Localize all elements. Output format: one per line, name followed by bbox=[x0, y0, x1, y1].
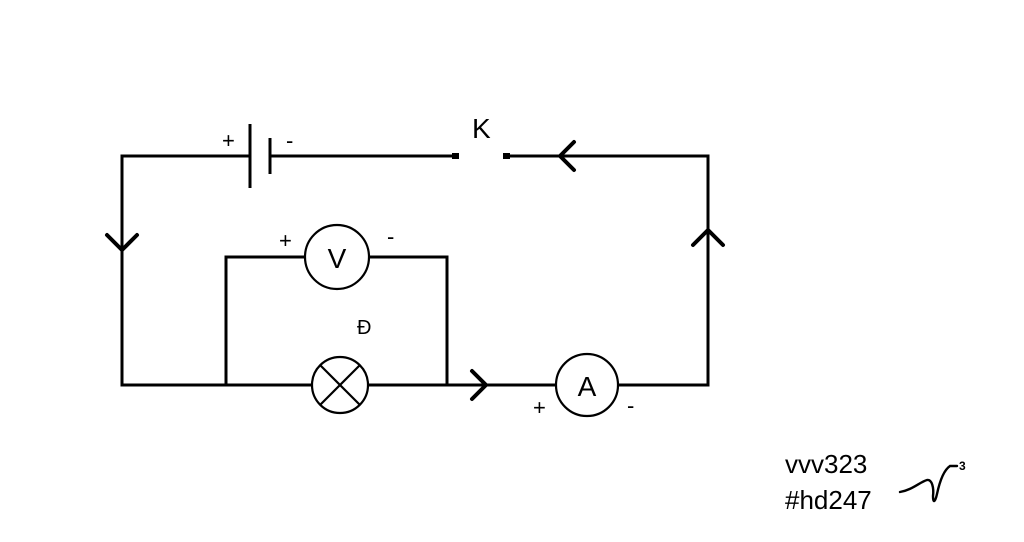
ammeter-plus-sign: + bbox=[533, 395, 546, 420]
ammeter-label: A bbox=[578, 371, 597, 402]
voltmeter-plus-sign: + bbox=[279, 228, 292, 253]
lamp-cross-b bbox=[319, 364, 361, 406]
voltmeter-label: V bbox=[328, 243, 347, 274]
lamp: Đ bbox=[310, 317, 371, 415]
switch-right-contact bbox=[503, 153, 510, 159]
arrow-left-icon bbox=[558, 140, 576, 172]
battery-plus-sign: + bbox=[222, 128, 235, 153]
watermark-line-1: vvv323 bbox=[785, 449, 867, 479]
watermark: vvv323 #hd247 3 bbox=[785, 449, 966, 515]
voltmeter-minus-sign: - bbox=[387, 224, 394, 249]
arrow-up-icon bbox=[691, 228, 725, 247]
ammeter-minus-sign: - bbox=[627, 393, 634, 418]
voltmeter: V + - bbox=[279, 223, 394, 291]
switch-k: K bbox=[452, 113, 510, 159]
signature-icon bbox=[898, 464, 959, 503]
arrow-down-icon bbox=[105, 233, 139, 252]
watermark-line-2: #hd247 bbox=[785, 485, 872, 515]
voltmeter-circle bbox=[303, 223, 371, 291]
switch-left-contact bbox=[452, 153, 459, 159]
lamp-label: Đ bbox=[357, 317, 371, 339]
arrow-right-icon bbox=[470, 369, 488, 401]
signature-mark: 3 bbox=[959, 459, 966, 473]
battery-minus-sign: - bbox=[286, 128, 293, 153]
ammeter-circle bbox=[554, 352, 620, 418]
switch-label: K bbox=[472, 113, 491, 144]
battery: + - bbox=[222, 124, 293, 188]
ammeter: A + - bbox=[533, 352, 634, 420]
